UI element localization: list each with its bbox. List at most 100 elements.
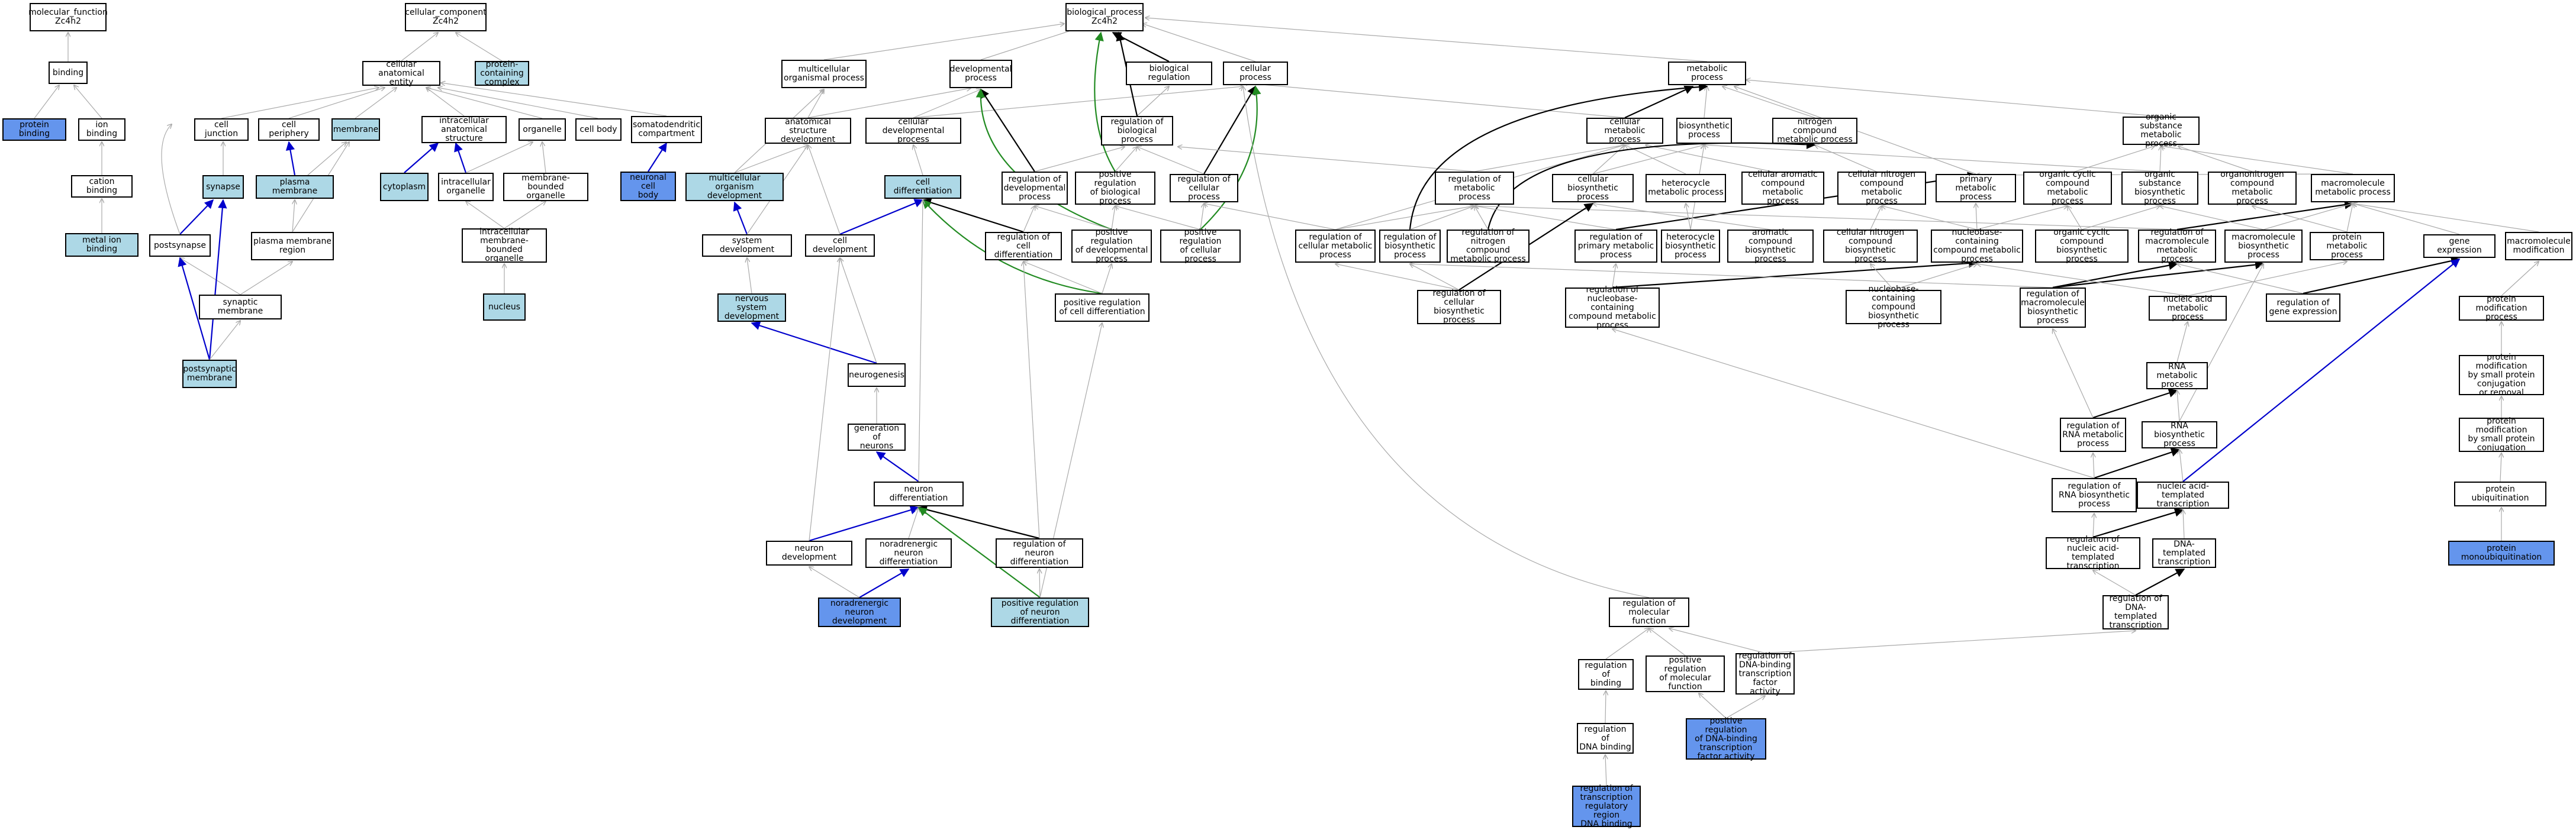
- node-rna-metabolic-process[interactable]: RNA metabolic process: [2146, 362, 2208, 389]
- node-heterocycle-biosynthetic-process[interactable]: heterocycle biosynthetic process: [1661, 230, 1720, 263]
- node-cell-junction[interactable]: cell junction: [194, 118, 249, 141]
- node-biological-regulation[interactable]: biological regulation: [1126, 62, 1212, 85]
- node-nucleic-acid-metabolic-process[interactable]: nucleic acid metabolic process: [2149, 295, 2227, 321]
- node-regulation-of-nucleobase-containing-compound-metabolic-process[interactable]: regulation of nucleobase-containing comp…: [1565, 285, 1660, 330]
- node-cellular-nitrogen-compound-biosynthetic-process[interactable]: cellular nitrogen compound biosynthetic …: [1823, 228, 1918, 264]
- node-cellular-metabolic-process[interactable]: cellular metabolic process: [1586, 117, 1663, 144]
- node-protein-modification-process[interactable]: protein modification process: [2459, 295, 2544, 321]
- node-regulation-of-primary-metabolic-process[interactable]: regulation of primary metabolic process: [1574, 230, 1657, 263]
- node-rna-biosynthetic-process[interactable]: RNA biosynthetic process: [2142, 421, 2217, 448]
- node-positive-regulation-of-cellular-process[interactable]: positive regulation of cellular process: [1160, 228, 1241, 264]
- node-neuronal-cell-body[interactable]: neuronal cell body: [620, 172, 676, 201]
- node-regulation-of-rna-metabolic-process[interactable]: regulation of RNA metabolic process: [2060, 418, 2126, 452]
- node-nucleic-acid-templated-transcription[interactable]: nucleic acid-templated transcription: [2137, 482, 2229, 509]
- node-regulation-of-molecular-function[interactable]: regulation of molecular function: [1609, 598, 1689, 627]
- node-metabolic-process[interactable]: metabolic process: [1668, 62, 1746, 85]
- node-positive-regulation-of-molecular-function[interactable]: positive regulation of molecular functio…: [1646, 655, 1725, 692]
- node-postsynapse[interactable]: postsynapse: [149, 234, 211, 257]
- node-intracellular-anatomical-structure[interactable]: intracellular anatomical structure: [421, 116, 507, 143]
- node-organic-substance-biosynthetic-process[interactable]: organic substance biosynthetic process: [2121, 170, 2198, 206]
- node-protein-monoubiquitination[interactable]: protein monoubiquitination: [2448, 541, 2555, 566]
- node-gene-expression[interactable]: gene expression: [2423, 234, 2496, 258]
- node-cellular-nitrogen-compound-metabolic-process[interactable]: cellular nitrogen compound metabolic pro…: [1837, 170, 1926, 206]
- node-cellular-biosynthetic-process[interactable]: cellular biosynthetic process: [1552, 174, 1634, 202]
- node-nucleobase-containing-compound-metabolic-process[interactable]: nucleobase-containing compound metabolic…: [1931, 228, 2023, 264]
- node-nitrogen-compound-metabolic-process[interactable]: nitrogen compound metabolic process: [1772, 117, 1857, 144]
- node-multicellular-organismal-process[interactable]: multicellular organismal process: [781, 60, 867, 88]
- node-organic-substance-metabolic-process[interactable]: organic substance metabolic process: [2123, 113, 2200, 148]
- node-macromolecule-modification[interactable]: macromolecule modification: [2505, 232, 2572, 260]
- node-positive-regulation-of-developmental-process[interactable]: positive regulation of developmental pro…: [1071, 228, 1152, 264]
- node-regulation-of-transcription-regulatory-region-dna-binding[interactable]: regulation of transcription regulatory r…: [1572, 784, 1641, 828]
- node-developmental-process[interactable]: developmental process: [949, 60, 1012, 88]
- node-cellular-developmental-process[interactable]: cellular developmental process: [865, 117, 961, 144]
- node-intracellular-membrane-bounded-organelle[interactable]: intracellular membrane-bounded organelle: [462, 228, 547, 263]
- node-regulation-of-dna-templated-transcription[interactable]: regulation of DNA-templated transcriptio…: [2102, 595, 2169, 630]
- node-positive-regulation-of-neuron-differentiation[interactable]: positive regulation of neuron differenti…: [991, 598, 1089, 627]
- node-cation-binding[interactable]: cation binding: [71, 175, 133, 198]
- node-organonitrogen-compound-metabolic-process[interactable]: organonitrogen compound metabolic proces…: [2208, 170, 2297, 206]
- node-noradrenergic-neuron-differentiation[interactable]: noradrenergic neuron differentiation: [865, 538, 952, 568]
- node-synapse[interactable]: synapse: [202, 175, 244, 199]
- node-regulation-of-biological-process[interactable]: regulation of biological process: [1101, 116, 1173, 146]
- node-intracellular-organelle[interactable]: intracellular organelle: [438, 173, 494, 201]
- node-regulation-of-cellular-process[interactable]: regulation of cellular process: [1170, 174, 1238, 202]
- node-nucleus[interactable]: nucleus: [483, 293, 526, 321]
- node-noradrenergic-neuron-development[interactable]: noradrenergic neuron development: [818, 598, 901, 627]
- node-regulation-of-binding[interactable]: regulation of binding: [1578, 659, 1634, 690]
- node-protein-ubiquitination[interactable]: protein ubiquitination: [2454, 482, 2546, 506]
- node-regulation-of-nucleic-acid-templated-transcription[interactable]: regulation of nucleic acid-templated tra…: [2046, 535, 2140, 571]
- node-cell-development[interactable]: cell development: [805, 234, 875, 257]
- node-regulation-of-gene-expression[interactable]: regulation of gene expression: [2266, 293, 2340, 322]
- node-anatomical-structure-development[interactable]: anatomical structure development: [765, 117, 851, 144]
- node-cytoplasm[interactable]: cytoplasm: [380, 173, 429, 201]
- node-somatodendritic-compartment[interactable]: somatodendritic compartment: [631, 116, 702, 143]
- node-aromatic-compound-biosynthetic-process[interactable]: aromatic compound biosynthetic process: [1727, 228, 1814, 264]
- node-ion-binding[interactable]: ion binding: [78, 118, 125, 141]
- node-regulation-of-cellular-metabolic-process[interactable]: regulation of cellular metabolic process: [1295, 230, 1376, 263]
- node-nervous-system-development[interactable]: nervous system development: [717, 293, 786, 322]
- node-regulation-of-biosynthetic-process[interactable]: regulation of biosynthetic process: [1379, 230, 1441, 263]
- node-regulation-of-macromolecule-biosynthetic-process[interactable]: regulation of macromolecule biosynthetic…: [2020, 288, 2086, 328]
- node-protein-modification-by-small-protein-conjugation-or-removal[interactable]: protein modification by small protein co…: [2459, 353, 2544, 397]
- node-positive-regulation-of-cell-differentiation[interactable]: positive regulation of cell differentiat…: [1055, 293, 1149, 322]
- node-cellular-component[interactable]: cellular_component Zc4h2: [405, 3, 487, 31]
- node-plasma-membrane[interactable]: plasma membrane: [256, 175, 334, 199]
- node-positive-regulation-of-biological-process[interactable]: positive regulation of biological proces…: [1075, 170, 1155, 206]
- node-nucleobase-containing-compound-biosynthetic-process[interactable]: nucleobase-containing compound biosynthe…: [1846, 285, 1941, 329]
- node-system-development[interactable]: system development: [702, 234, 792, 257]
- node-metal-ion-binding[interactable]: metal ion binding: [65, 233, 139, 257]
- node-cellular-aromatic-compound-metabolic-process[interactable]: cellular aromatic compound metabolic pro…: [1741, 170, 1824, 206]
- node-macromolecule-metabolic-process[interactable]: macromolecule metabolic process: [2311, 174, 2395, 202]
- node-protein-binding[interactable]: protein binding: [2, 118, 66, 141]
- node-regulation-of-dna-binding-transcription-factor-activity[interactable]: regulation of DNA-binding transcription …: [1735, 651, 1795, 696]
- node-binding[interactable]: binding: [49, 62, 88, 84]
- node-neuron-development[interactable]: neuron development: [766, 541, 852, 566]
- node-regulation-of-neuron-differentiation[interactable]: regulation of neuron differentiation: [996, 538, 1083, 568]
- node-organic-cyclic-compound-metabolic-process[interactable]: organic cyclic compound metabolic proces…: [2023, 170, 2112, 206]
- node-positive-regulation-of-dna-binding-transcription-factor-activity[interactable]: positive regulation of DNA-binding trans…: [1686, 716, 1766, 761]
- node-regulation-of-cellular-biosynthetic-process[interactable]: regulation of cellular biosynthetic proc…: [1417, 289, 1501, 325]
- node-cell-body[interactable]: cell body: [575, 118, 622, 141]
- node-membrane[interactable]: membrane: [331, 118, 380, 141]
- node-cellular-process[interactable]: cellular process: [1223, 62, 1288, 85]
- node-cellular-anatomical-entity[interactable]: cellular anatomical entity: [362, 60, 440, 86]
- node-protein-modification-by-small-protein-conjugation[interactable]: protein modification by small protein co…: [2459, 417, 2544, 453]
- node-postsynaptic-membrane[interactable]: postsynaptic membrane: [182, 360, 237, 388]
- node-regulation-of-cell-differentiation[interactable]: regulation of cell differentiation: [985, 232, 1062, 260]
- node-heterocycle-metabolic-process[interactable]: heterocycle metabolic process: [1646, 174, 1726, 202]
- node-biological-process[interactable]: biological_process Zc4h2: [1065, 3, 1144, 31]
- node-neuron-differentiation[interactable]: neuron differentiation: [874, 482, 964, 506]
- node-protein-metabolic-process[interactable]: protein metabolic process: [2310, 232, 2384, 260]
- node-regulation-of-rna-biosynthetic-process[interactable]: regulation of RNA biosynthetic process: [2052, 478, 2137, 512]
- node-organelle[interactable]: organelle: [519, 118, 566, 141]
- node-cell-periphery[interactable]: cell periphery: [258, 118, 320, 141]
- node-protein-containing-complex[interactable]: protein-containing complex: [475, 60, 529, 86]
- node-regulation-of-dna-binding[interactable]: regulation of DNA binding: [1577, 723, 1634, 754]
- node-macromolecule-biosynthetic-process[interactable]: macromolecule biosynthetic process: [2224, 230, 2303, 263]
- node-molecular-function[interactable]: molecular_function Zc4h2: [28, 3, 108, 31]
- node-organic-cyclic-compound-biosynthetic-process[interactable]: organic cyclic compound biosynthetic pro…: [2035, 228, 2129, 264]
- node-plasma-membrane-region[interactable]: plasma membrane region: [251, 232, 334, 260]
- node-synaptic-membrane[interactable]: synaptic membrane: [199, 295, 282, 319]
- node-neurogenesis[interactable]: neurogenesis: [848, 363, 906, 387]
